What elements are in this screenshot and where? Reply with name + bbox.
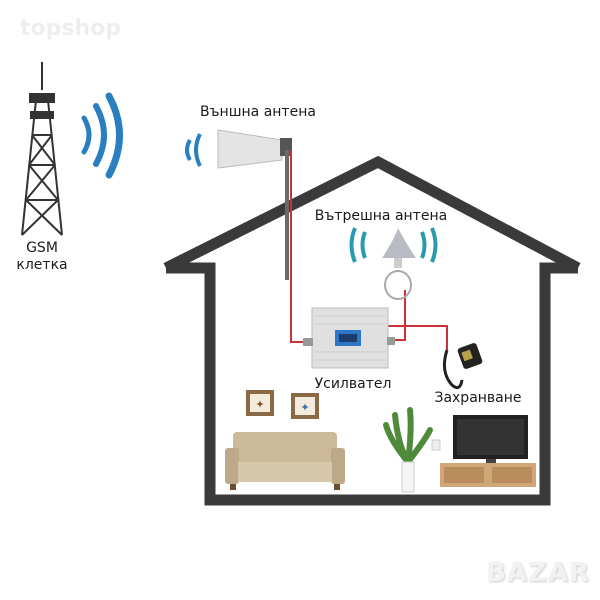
outdoor-antenna-label: Външна антена xyxy=(200,104,316,120)
plant-icon xyxy=(383,407,441,493)
power-label: Захранване xyxy=(434,390,522,406)
house-outline xyxy=(163,155,581,506)
amplifier-icon xyxy=(303,307,395,369)
outdoor-antenna-icon xyxy=(185,129,292,280)
gsm-tower-icon xyxy=(21,62,63,236)
watermark: topshop xyxy=(20,16,121,41)
svg-text:✦: ✦ xyxy=(300,401,309,414)
tower-label: GSM xyxy=(26,240,58,256)
svg-text:✦: ✦ xyxy=(255,398,264,411)
indoor-antenna-icon xyxy=(349,227,438,300)
power-adapter-icon xyxy=(442,343,483,390)
bazar-logo: BAZAR xyxy=(486,558,590,588)
tower-sublabel: клетка xyxy=(16,257,68,273)
amplifier-label: Усилвател xyxy=(314,376,392,392)
tv-icon xyxy=(440,415,536,487)
signal-waves-icon xyxy=(81,92,123,179)
indoor-antenna-label: Вътрешна антена xyxy=(314,208,448,224)
picture-frames: ✦ ✦ xyxy=(246,390,319,419)
sofa-icon xyxy=(225,432,345,490)
